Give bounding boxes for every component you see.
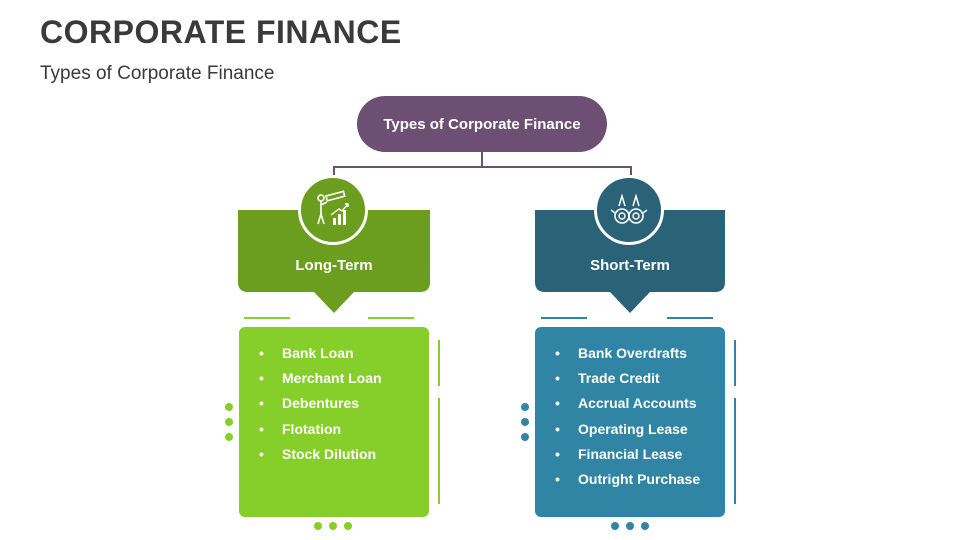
decor-dot [225,418,233,426]
decor-dot [521,418,529,426]
decor-dot [521,403,529,411]
list-item: Trade Credit [555,370,725,395]
decor-dot [641,522,649,530]
decor-dot [314,522,322,530]
decor-dot [329,522,337,530]
accent-line [368,317,414,319]
long-term-heading: Long-Term [295,257,373,274]
long-term-list: Bank Loan Merchant Loan Debentures Flota… [239,327,429,517]
decor-dot [225,433,233,441]
page-subtitle: Types of Corporate Finance [40,63,275,84]
targets-arrows-icon [594,175,664,245]
accent-line [541,317,587,319]
accent-line [734,340,736,386]
list-item: Outright Purchase [555,471,725,496]
list-item: Bank Overdrafts [555,345,725,370]
telescope-growth-chart-icon [298,175,368,245]
accent-line [438,340,440,386]
page-title: CORPORATE FINANCE [40,14,402,50]
accent-line [438,398,440,504]
decor-dot [225,403,233,411]
decor-dot [611,522,619,530]
root-node: Types of Corporate Finance [357,96,607,152]
list-item: Flotation [259,421,429,446]
short-term-heading: Short-Term [590,257,670,274]
list-item: Financial Lease [555,446,725,471]
accent-line [734,398,736,504]
accent-line [244,317,290,319]
list-item: Stock Dilution [259,446,429,471]
list-item: Merchant Loan [259,370,429,395]
decor-dot [344,522,352,530]
decor-dot [521,433,529,441]
long-term-header-shape [238,210,430,313]
list-item: Accrual Accounts [555,395,725,420]
accent-line [667,317,713,319]
short-term-list: Bank Overdrafts Trade Credit Accrual Acc… [535,327,725,517]
decor-dot [626,522,634,530]
list-item: Bank Loan [259,345,429,370]
short-term-header-shape [535,210,725,313]
list-item: Operating Lease [555,421,725,446]
list-item: Debentures [259,395,429,420]
